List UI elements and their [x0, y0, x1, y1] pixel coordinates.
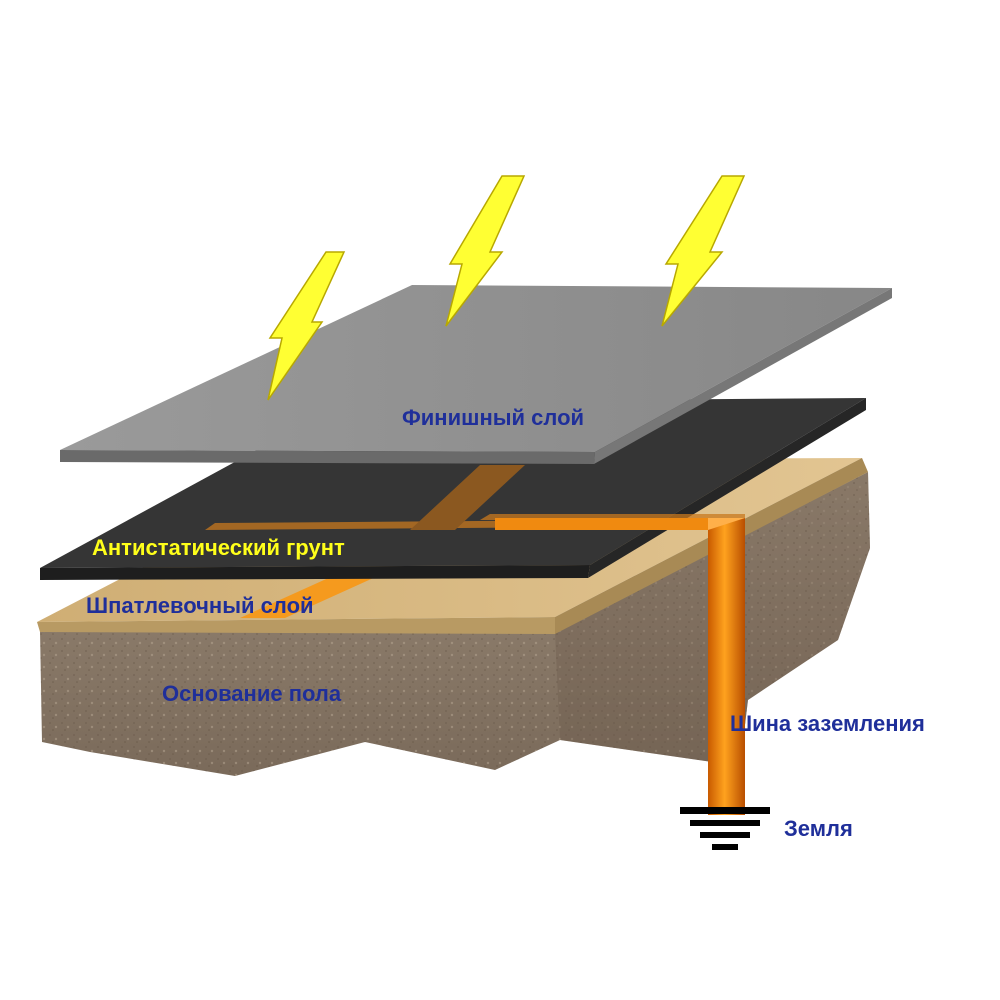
- label-grounding-bus: Шина заземления: [730, 711, 925, 736]
- lightning-bolt-icon: [661, 175, 746, 327]
- ground-symbol-icon: [680, 807, 770, 850]
- label-earth: Земля: [784, 816, 853, 841]
- label-putty-layer: Шпатлевочный слой: [86, 593, 314, 618]
- label-floor-base: Основание пола: [162, 681, 342, 706]
- copper-strip-putty: [240, 575, 380, 618]
- finish-layer: [60, 285, 892, 464]
- grounding-bus-bar: [495, 518, 745, 815]
- label-antistatic-primer: Антистатический грунт: [92, 535, 345, 560]
- label-finish-layer: Финишный слой: [402, 405, 585, 430]
- lightning-bolt-icon: [267, 251, 346, 401]
- lightning-bolt-icon: [445, 175, 526, 327]
